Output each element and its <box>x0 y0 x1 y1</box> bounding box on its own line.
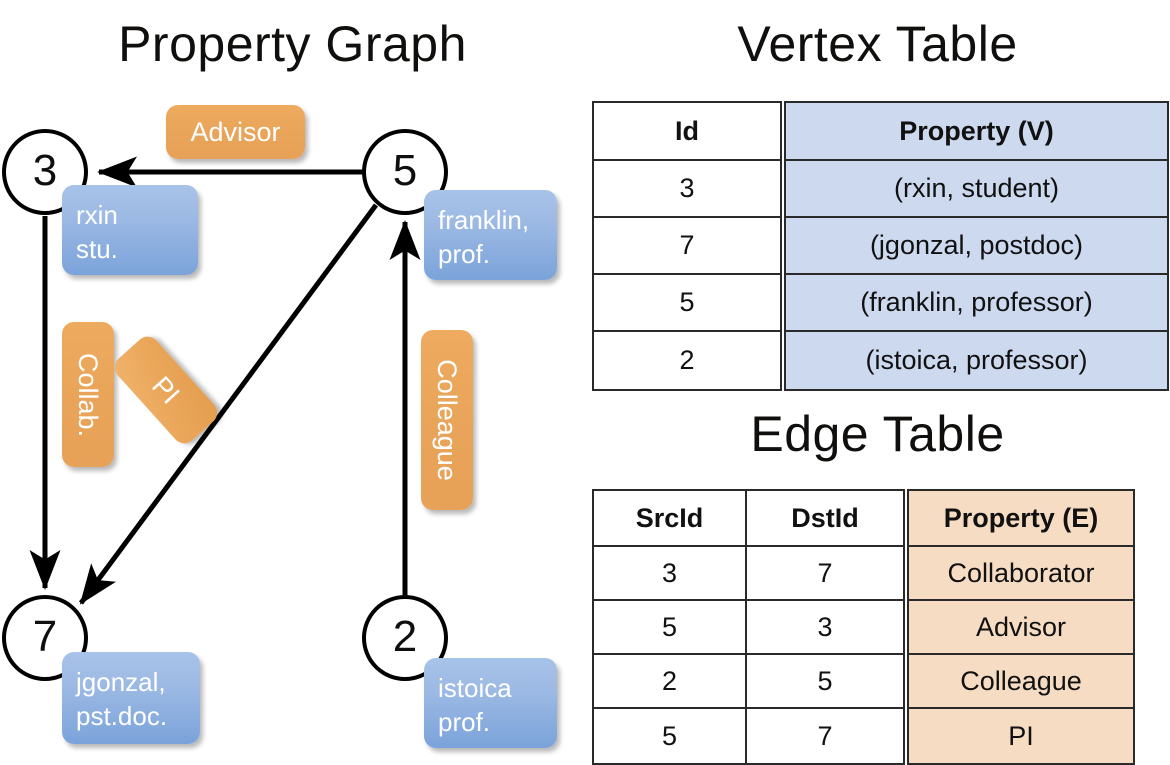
table-row: 5 <box>594 709 745 763</box>
page-title-edge-table: Edge Table <box>750 406 1005 462</box>
page-title-vertex-table: Vertex Table <box>737 16 1018 72</box>
vertex-callout-rxin: rxin stu. <box>62 185 198 275</box>
vertex-callout-jgonzal: jgonzal, pst.doc. <box>62 652 200 744</box>
graph-node-5-label: 5 <box>392 146 418 195</box>
table-row: Collaborator <box>909 547 1133 601</box>
edge-callout-colleague-label: Colleague <box>432 359 462 481</box>
vertex-callout-istoica: istoica prof. <box>424 658 557 748</box>
table-row: 3 <box>594 547 745 601</box>
vertex-table-header-id: Id <box>594 103 780 161</box>
vertex-callout-rxin-line-2: stu. <box>76 234 118 264</box>
vertex-callout-franklin-line-2: prof. <box>438 239 491 269</box>
property-graph-diagram: 3 5 7 2 rxin stu. franklin, prof. jgonza… <box>0 0 585 760</box>
vertex-callout-franklin: franklin, prof. <box>424 190 557 280</box>
edge-table-column-srcid: SrcId 3 5 2 5 <box>592 489 747 765</box>
table-row: 5 <box>594 601 745 655</box>
table-row: 3 <box>594 161 780 218</box>
table-row: 7 <box>594 218 780 275</box>
edge-table-column-property: Property (E) Collaborator Advisor Collea… <box>907 489 1135 765</box>
vertex-callout-istoica-line-2: prof. <box>438 707 491 737</box>
table-row: 5 <box>747 655 903 709</box>
vertex-table-column-property: Property (V) (rxin, student) (jgonzal, p… <box>784 101 1169 391</box>
vertex-callout-jgonzal-line-2: pst.doc. <box>76 701 168 731</box>
edge-callout-collab: Collab. <box>62 322 114 467</box>
edge-callout-colleague: Colleague <box>421 330 473 510</box>
edge-table-header-srcid: SrcId <box>594 491 745 547</box>
graph-node-7-label: 7 <box>32 612 58 661</box>
vertex-table-header-property: Property (V) <box>786 103 1167 161</box>
table-row: (rxin, student) <box>786 161 1167 218</box>
table-row: PI <box>909 709 1133 763</box>
table-row: 5 <box>594 275 780 332</box>
vertex-callout-jgonzal-line-1: jgonzal, <box>76 667 166 697</box>
vertex-table-column-id: Id 3 7 5 2 <box>592 101 782 391</box>
vertex-callout-franklin-line-1: franklin, <box>438 205 530 235</box>
table-row: 2 <box>594 332 780 389</box>
edge-callout-advisor-label: Advisor <box>190 117 281 147</box>
table-row: (franklin, professor) <box>786 275 1167 332</box>
edge-arrow-5-to-7 <box>78 203 379 605</box>
edge-table-header-property: Property (E) <box>909 491 1133 547</box>
edge-table: SrcId 3 5 2 5 DstId 7 3 5 7 Property (E)… <box>592 489 1135 765</box>
graph-node-2[interactable]: 2 <box>362 595 448 681</box>
table-row: 3 <box>747 601 903 655</box>
table-row: 2 <box>594 655 745 709</box>
graph-node-5[interactable]: 5 <box>362 129 448 215</box>
vertex-callout-rxin-line-1: rxin <box>76 200 118 230</box>
table-row: Advisor <box>909 601 1133 655</box>
table-row: (jgonzal, postdoc) <box>786 218 1167 275</box>
graph-node-3-label: 3 <box>32 146 58 195</box>
table-row: 7 <box>747 547 903 601</box>
table-row: 7 <box>747 709 903 763</box>
vertex-callout-istoica-line-1: istoica <box>438 673 512 703</box>
edge-table-header-dstid: DstId <box>747 491 903 547</box>
edge-callout-collab-label: Collab. <box>73 352 104 437</box>
vertex-table: Id 3 7 5 2 Property (V) (rxin, student) … <box>592 101 1169 391</box>
page-title-property-graph: Property Graph <box>118 16 467 72</box>
edge-callout-pi-label: PI <box>146 370 186 410</box>
edge-table-column-dstid: DstId 7 3 5 7 <box>745 489 905 765</box>
table-row: Colleague <box>909 655 1133 709</box>
graph-node-2-label: 2 <box>392 612 418 661</box>
graph-edge-arrows <box>29 156 421 605</box>
edge-callout-advisor: Advisor <box>166 105 305 159</box>
table-row: (istoica, professor) <box>786 332 1167 389</box>
